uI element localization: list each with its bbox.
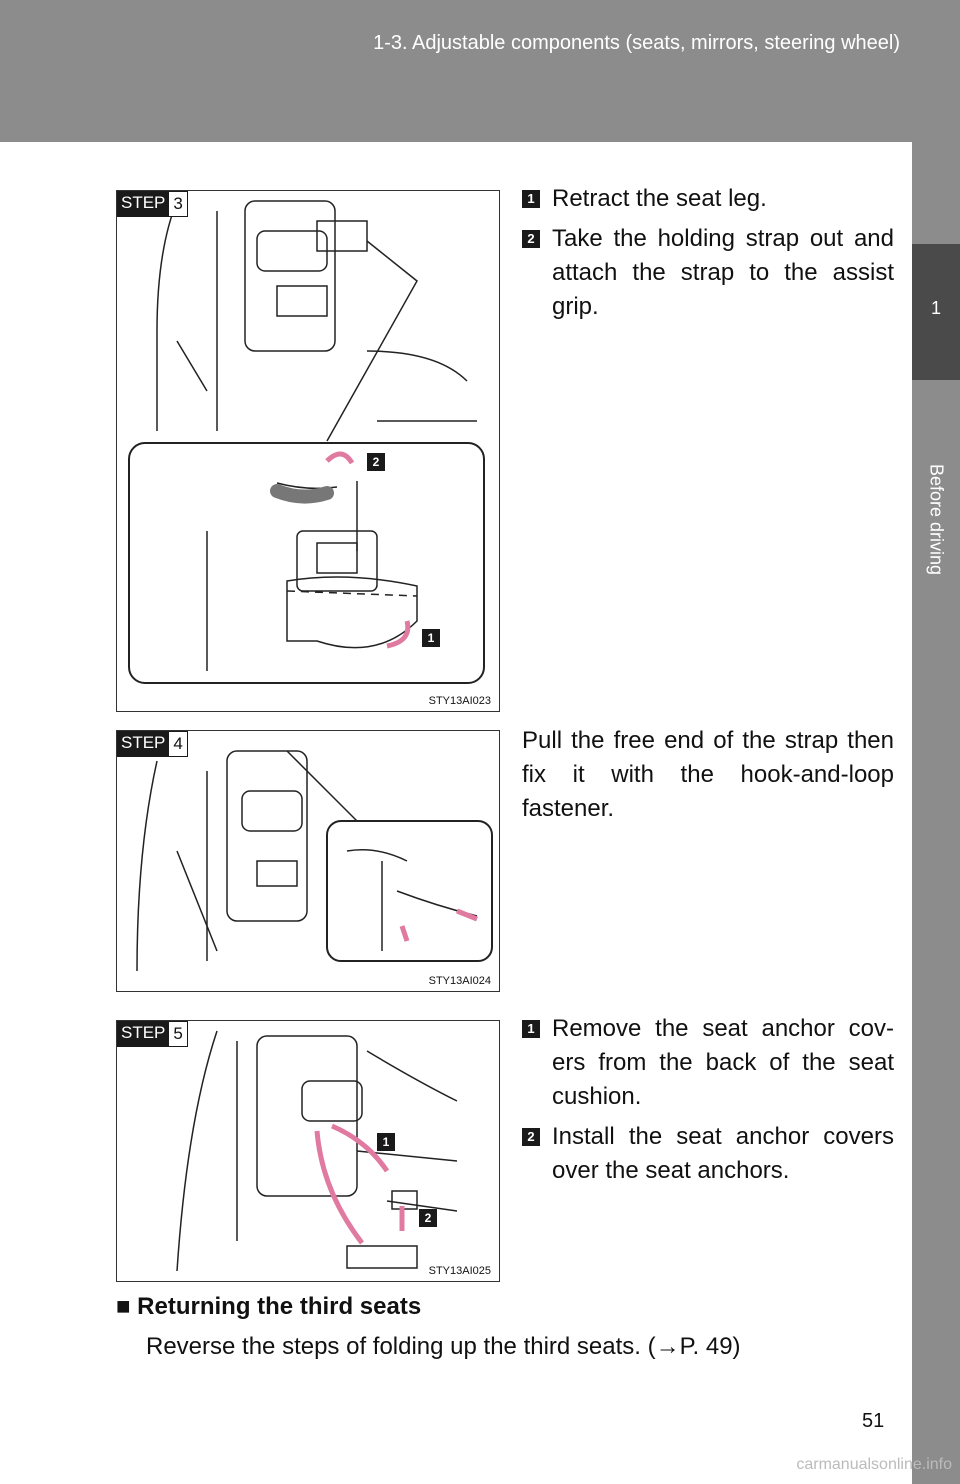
page-number: 51 [862, 1410, 885, 1432]
callout-1: 1 [377, 1133, 395, 1151]
item-number: 1 [522, 190, 540, 208]
item-text: Remove the seat anchor cov-ers from the … [552, 1015, 894, 1110]
section-title: 1-3. Adjustable components (seats, mirro… [373, 32, 900, 54]
chapter-label: Before driving [926, 464, 947, 576]
strap-fix-illustration [136, 750, 493, 972]
chapter-number: 1 [930, 298, 941, 318]
step-5-item-1: 1 Remove the seat anchor cov-ers from th… [522, 1012, 894, 1114]
step-3-item-2: 2 Take the holding strap out and attach … [522, 222, 894, 324]
callout-2: 2 [367, 453, 385, 471]
item-text: Install the seat anchor covers over the … [552, 1123, 894, 1184]
item-text: Take the holding strap out and attach th… [552, 225, 894, 320]
anchor-cover-illustration [176, 1030, 458, 1272]
step-3-item-1: 1 Retract the seat leg. [522, 182, 894, 216]
seat-fold-illustration [128, 200, 485, 684]
figure-code: STY13AI025 [428, 1265, 491, 1277]
step-4-text: Pull the free end of the strap then fix … [522, 727, 894, 822]
step-5-item-2: 2 Install the seat anchor covers over th… [522, 1120, 894, 1188]
callout-1: 1 [422, 629, 440, 647]
chapter-tab-active [912, 244, 960, 380]
item-text: Retract the seat leg. [552, 185, 767, 212]
section-heading: ■ Returning the third seats [116, 1293, 422, 1320]
page-header: 1-3. Adjustable components (seats, mirro… [0, 0, 960, 142]
watermark: carmanualsonline.info [796, 1456, 952, 1473]
figure-code: STY13AI023 [428, 695, 491, 707]
item-number: 1 [522, 1020, 540, 1038]
item-number: 2 [522, 1128, 540, 1146]
section-text: Reverse the steps of folding up the thir… [146, 1333, 741, 1360]
callout-2: 2 [419, 1209, 437, 1227]
item-number: 2 [522, 230, 540, 248]
figure-code: STY13AI024 [428, 975, 491, 987]
